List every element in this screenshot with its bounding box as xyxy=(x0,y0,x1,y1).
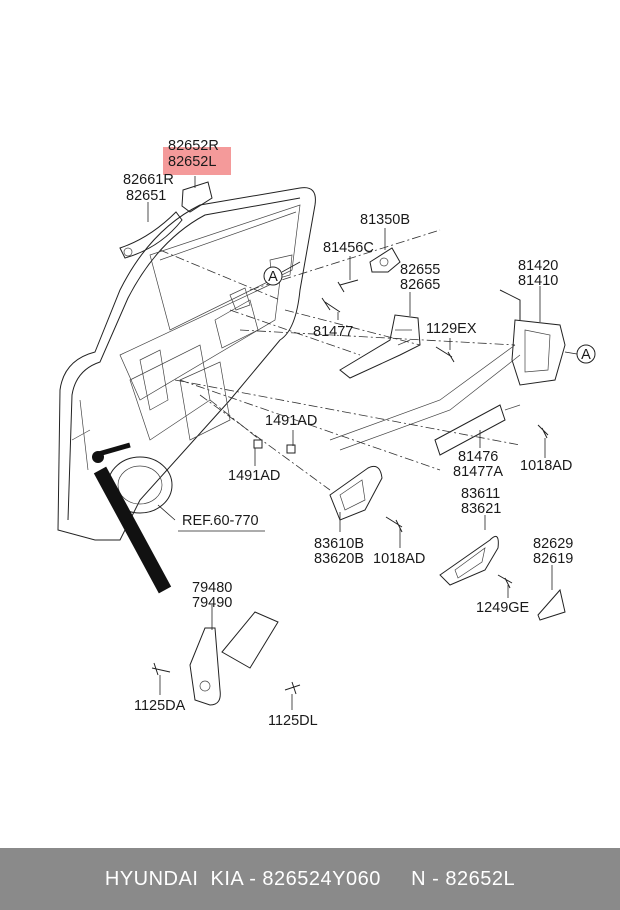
cable-81476 xyxy=(434,404,521,456)
label-82652r: 82652R xyxy=(168,138,219,154)
label-82629: 82629 xyxy=(533,536,573,552)
label-82619: 82619 xyxy=(533,551,573,567)
striker xyxy=(369,247,401,273)
bolt-81456c xyxy=(337,279,359,293)
bracket-82655 xyxy=(339,314,421,379)
label-83611: 83611 xyxy=(461,486,500,502)
bolt-1129ex xyxy=(435,346,455,363)
bolt-1125da xyxy=(151,662,171,676)
latch-assembly xyxy=(329,289,566,451)
view-marker-a-right: A xyxy=(564,344,596,364)
footer-text: HYUNDAI KIA - 826524Y060 N - 82652L xyxy=(104,867,516,890)
door-parts-diagram: A A REF.60-770 82652R 82652L 82661R 8265… xyxy=(57,138,596,729)
label-1018ad-right: 1018AD xyxy=(520,458,572,474)
label-1249ge: 1249GE xyxy=(476,600,530,616)
label-1018ad-center: 1018AD xyxy=(373,551,425,567)
part-number-footer: HYUNDAI KIA - 826524Y060 N - 82652L xyxy=(0,848,620,910)
bolt-1018ad-right xyxy=(537,424,549,439)
view-marker-a-left: A xyxy=(263,261,301,286)
label-83620b: 83620B xyxy=(314,551,364,567)
label-leaders xyxy=(147,176,553,710)
label-82651: 82651 xyxy=(126,188,166,204)
outside-handle xyxy=(119,211,183,259)
bolt-1018ad-center xyxy=(385,516,403,533)
door-checker xyxy=(189,611,279,706)
label-1129ex: 1129EX xyxy=(426,321,477,337)
label-81476: 81476 xyxy=(458,449,498,465)
label-79490: 79490 xyxy=(192,595,232,611)
label-81420: 81420 xyxy=(518,258,558,274)
label-1125dl: 1125DL xyxy=(268,713,318,729)
inside-handle xyxy=(439,535,499,586)
reference-label: REF.60-770 xyxy=(178,513,265,532)
label-81410: 81410 xyxy=(518,273,558,289)
label-83621: 83621 xyxy=(461,501,501,517)
bolt-1249ge xyxy=(497,574,513,589)
inside-handle-base xyxy=(329,465,383,521)
part-highlight xyxy=(163,147,231,175)
door-panel xyxy=(57,187,316,541)
handle-cover xyxy=(181,181,213,213)
ref-text: REF.60-770 xyxy=(182,513,259,529)
marker-a-right-text: A xyxy=(581,347,591,363)
marker-a-left-text: A xyxy=(268,269,278,285)
bolt-1125dl xyxy=(284,681,301,695)
label-82652l: 82652L xyxy=(168,154,216,170)
part-labels: 82652R 82652L 82661R 82651 81350B 81456C… xyxy=(123,138,573,729)
label-81477a: 81477A xyxy=(453,464,503,480)
cover-82629 xyxy=(537,588,566,621)
label-81350b: 81350B xyxy=(360,212,410,228)
label-81456c: 81456C xyxy=(323,240,374,256)
wiring-harness xyxy=(92,442,172,594)
label-83610b: 83610B xyxy=(314,536,364,552)
label-81477: 81477 xyxy=(313,324,353,340)
label-1491ad-upper: 1491AD xyxy=(265,413,317,429)
label-82661r: 82661R xyxy=(123,172,174,188)
label-82665: 82665 xyxy=(400,277,440,293)
label-79480: 79480 xyxy=(192,580,232,596)
bolt-81477 xyxy=(321,297,341,313)
label-82655: 82655 xyxy=(400,262,440,278)
label-1125da: 1125DA xyxy=(134,698,186,714)
clip-1491ad xyxy=(253,439,296,454)
leader-lines xyxy=(159,229,521,491)
label-1491ad-lower: 1491AD xyxy=(228,468,280,484)
